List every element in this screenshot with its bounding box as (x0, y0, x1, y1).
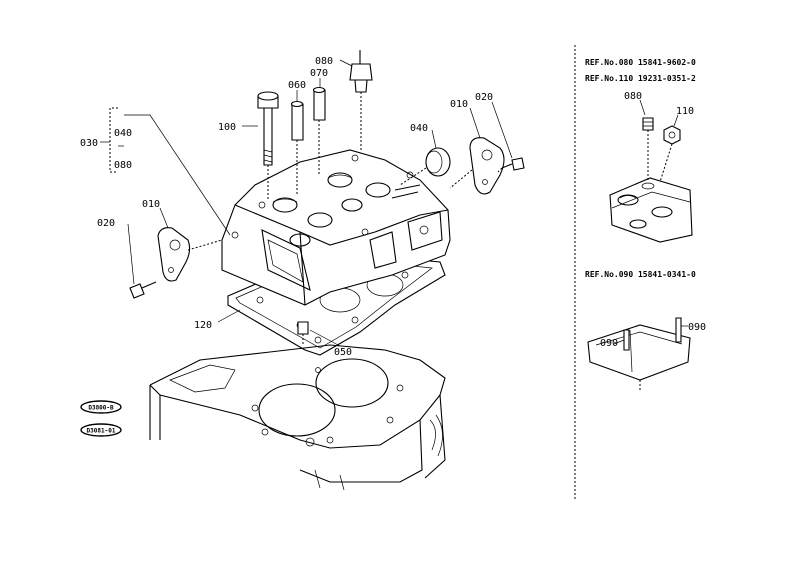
cylinder-head (221, 149, 451, 306)
plug-040 (399, 147, 451, 186)
stamp-2: D3081-01 (80, 423, 122, 437)
detail-label-080: 080 (624, 91, 642, 102)
sleeve-060 (290, 100, 304, 195)
stamp-2-text: D3081-01 (87, 428, 116, 435)
plate-010-right (449, 137, 505, 195)
stamp-1-text: D3800-B (88, 405, 114, 412)
head-bolt (257, 91, 279, 200)
label-040-group: 040 (114, 128, 132, 139)
sensor-080 (349, 50, 373, 150)
label-060: 060 (288, 80, 306, 91)
plate-010-left (157, 227, 223, 282)
leader-lines (100, 59, 513, 347)
stamp-1: D3800-B (80, 400, 122, 414)
label-080-top: 080 (315, 56, 333, 67)
label-100: 100 (218, 122, 236, 133)
sleeve-070 (312, 86, 326, 175)
bolt-050 (297, 321, 309, 345)
label-070: 070 (310, 68, 328, 79)
label-010-left: 010 (142, 199, 160, 210)
ref-080: REF.No.080 15841-9602-0 (585, 58, 696, 67)
label-030: 030 (80, 138, 98, 149)
detail-label-090-right: 090 (688, 322, 706, 333)
ref-090: REF.No.090 15841-0341-0 (585, 270, 696, 279)
label-050: 050 (334, 347, 352, 358)
label-120: 120 (194, 320, 212, 331)
ref-110: REF.No.110 19231-0351-2 (585, 74, 696, 83)
label-080-group: 080 (114, 160, 132, 171)
detail-sensor-nut (609, 99, 693, 243)
label-020-left: 020 (97, 218, 115, 229)
label-040-plug: 040 (410, 123, 428, 134)
detail-pin-090 (587, 317, 691, 392)
label-010-right: 010 (450, 99, 468, 110)
bolt-020-right (497, 157, 525, 173)
label-020-right: 020 (475, 92, 493, 103)
detail-label-110: 110 (676, 106, 694, 117)
engine-block (149, 344, 446, 491)
group-bracket-030 (109, 107, 124, 173)
detail-label-090-left: 090 (600, 338, 618, 349)
bolt-020-left (129, 281, 157, 299)
